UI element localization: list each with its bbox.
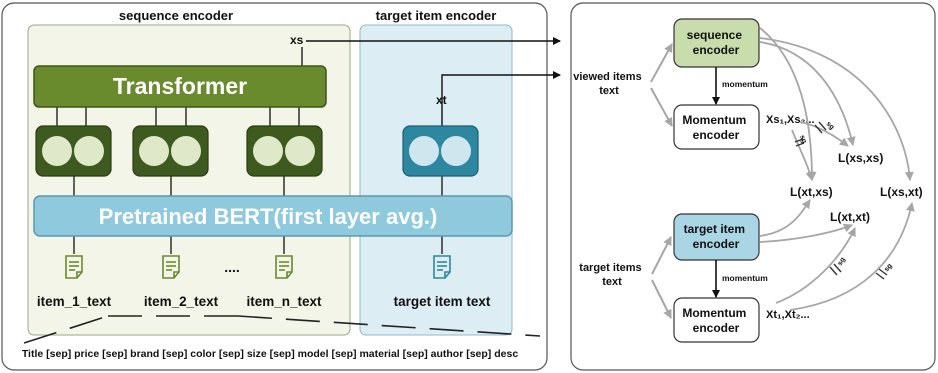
viewed-items-label: viewed items text [573, 71, 645, 97]
transformer-label: Transformer [113, 73, 247, 99]
footer-text: Title [sep] price [sep] brand [sep] colo… [22, 348, 518, 360]
momentum-label-top: momentum [722, 79, 768, 89]
momentum-encoder-bottom-label: Momentum encoder [682, 306, 749, 335]
loss-xs-xs: L(xs,xs) [838, 151, 883, 165]
loss-xs-xt: L(xs,xt) [880, 185, 923, 199]
momentum-encoder-top-box [673, 104, 760, 150]
target-item-doc-icon [433, 255, 451, 279]
xt-queue-label: Xt₁,Xt₂... [766, 309, 810, 321]
item-2-doc-icon [162, 255, 180, 279]
dashed-expansion [23, 315, 541, 344]
target-item-label: target item text [394, 294, 491, 309]
ellipsis: .... [224, 259, 240, 275]
stop-grad-ticks [794, 121, 888, 280]
right-panel [570, 2, 936, 371]
momentum-encoder-bottom-box [673, 297, 760, 343]
target-items-label: target items text [579, 262, 644, 288]
item-n-doc-icon [275, 255, 293, 279]
loss-xt-xt: L(xt,xt) [830, 210, 870, 224]
stop-grad-label-2: sg [798, 134, 807, 144]
xs-label: xs [290, 33, 304, 47]
sequence-encoder-label: sequence encoder [687, 28, 746, 57]
bert-label: Pretrained BERT(first layer avg.) [99, 204, 438, 229]
input-arrows [650, 43, 673, 319]
item-1-label: item_1_text [37, 294, 112, 309]
item-embedding-1 [35, 125, 112, 177]
xt-arrow [441, 71, 561, 126]
vertical-connectors [56, 47, 443, 254]
loss-xt-xs: L(xt,xs) [790, 185, 833, 199]
loss-arrows [759, 27, 915, 311]
sequence-encoder-title: sequence encoder [119, 8, 233, 23]
target-item-encoder-label: target item encoder [684, 222, 749, 251]
item-embedding-2 [132, 125, 209, 177]
transformer-block [33, 65, 327, 108]
stop-grad-label-4: sg [883, 263, 894, 274]
target-item-embedding [402, 125, 479, 177]
xt-label: xt [436, 93, 447, 107]
momentum-encoder-top-label: Momentum encoder [682, 113, 749, 142]
stop-grad-label-3: sg [837, 256, 847, 267]
item-2-label: item_2_text [144, 294, 219, 309]
target-item-encoder-title: target item encoder [376, 8, 497, 23]
bert-block [33, 195, 513, 237]
item-1-doc-icon [65, 255, 83, 279]
target-item-encoder-region [359, 24, 513, 336]
stop-grad-label-1: sg [825, 120, 836, 131]
momentum-label-bottom: momentum [722, 273, 768, 283]
item-n-label: item_n_text [246, 294, 322, 309]
item-embedding-n [246, 125, 323, 177]
